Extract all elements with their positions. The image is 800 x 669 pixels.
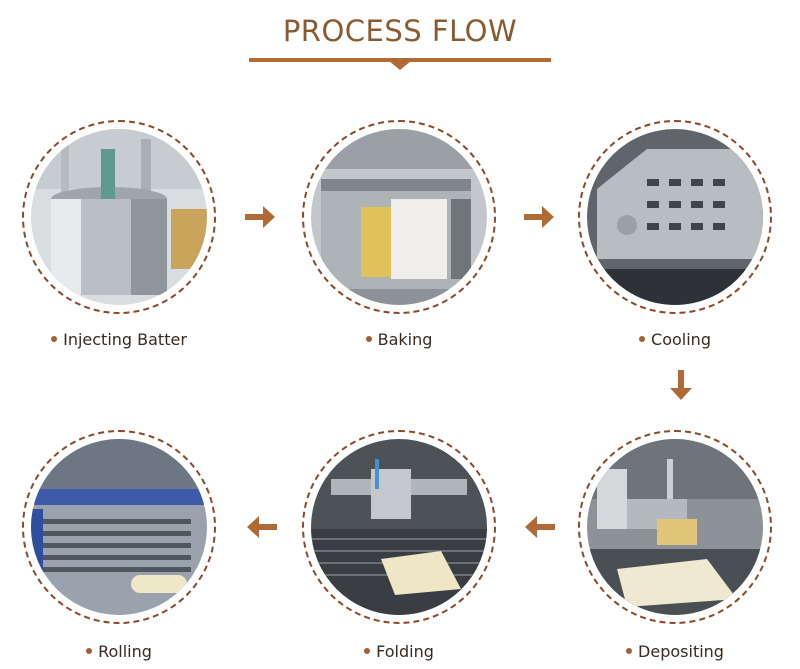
step-label: Depositing bbox=[565, 642, 785, 661]
batter-tank-photo bbox=[31, 129, 207, 305]
arrow-left-icon bbox=[523, 510, 557, 544]
title-underline bbox=[249, 58, 551, 62]
arrow-left-icon bbox=[245, 510, 279, 544]
bullet-icon bbox=[365, 335, 372, 342]
step-label: Folding bbox=[289, 642, 509, 661]
step-ring bbox=[578, 430, 772, 624]
step-label: Injecting Batter bbox=[9, 330, 229, 349]
arrow-right-icon bbox=[243, 200, 277, 234]
rolling-machine-photo bbox=[31, 439, 207, 615]
step-label: Cooling bbox=[565, 330, 785, 349]
step-ring bbox=[302, 430, 496, 624]
bullet-icon bbox=[86, 647, 93, 654]
step-label: Rolling bbox=[9, 642, 229, 661]
bullet-icon bbox=[639, 335, 646, 342]
arrow-down-icon bbox=[664, 368, 698, 402]
step-ring bbox=[578, 120, 772, 314]
title-underline-notch bbox=[389, 61, 411, 70]
cooling-machine-photo bbox=[587, 129, 763, 305]
folding-machine-photo bbox=[311, 439, 487, 615]
arrow-right-icon bbox=[522, 200, 556, 234]
step-label: Baking bbox=[289, 330, 509, 349]
bullet-icon bbox=[364, 647, 371, 654]
bullet-icon bbox=[51, 335, 58, 342]
bullet-icon bbox=[626, 647, 633, 654]
page-title: PROCESS FLOW bbox=[282, 14, 518, 48]
depositing-machine-photo bbox=[587, 439, 763, 615]
step-ring bbox=[302, 120, 496, 314]
step-ring bbox=[22, 430, 216, 624]
baking-machine-photo bbox=[311, 129, 487, 305]
step-ring bbox=[22, 120, 216, 314]
